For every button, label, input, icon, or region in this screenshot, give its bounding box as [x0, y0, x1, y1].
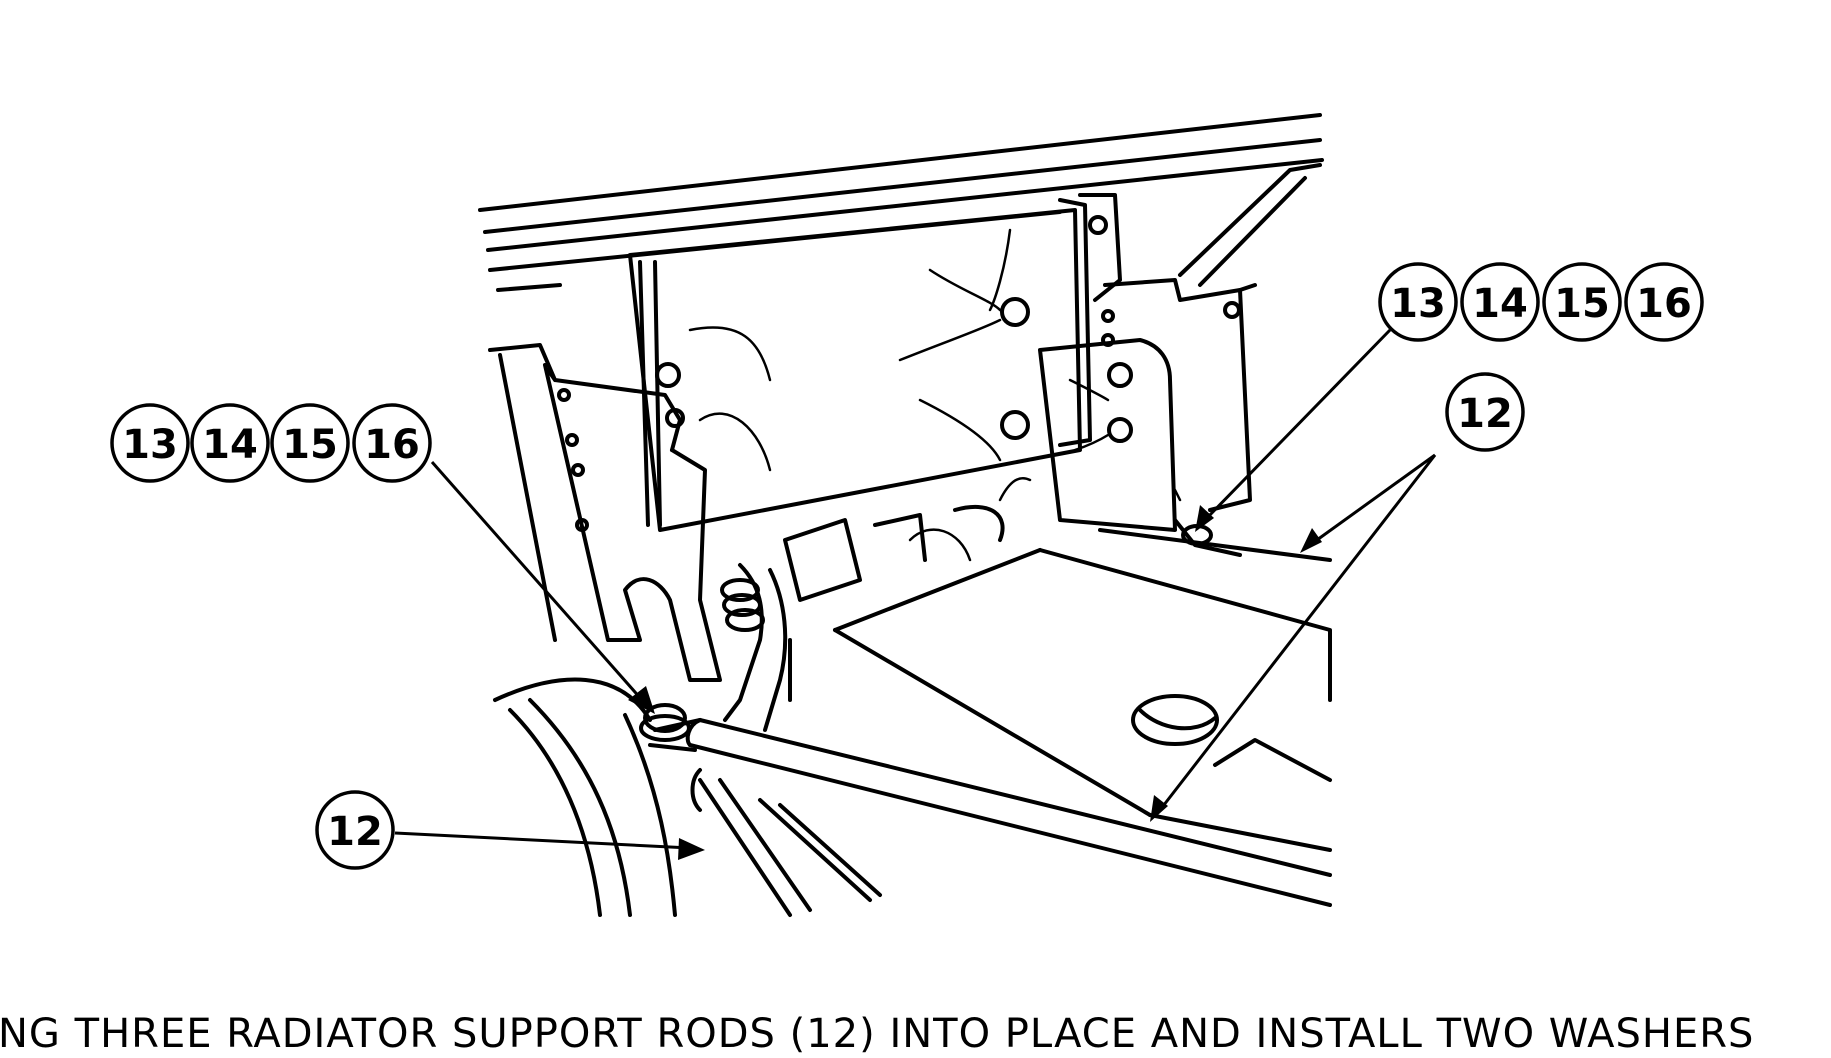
- callout-circle: [1624, 262, 1704, 342]
- callout-label: 12: [327, 809, 383, 855]
- callout-rod-right: 12: [1445, 372, 1525, 452]
- callout-label: 16: [1636, 281, 1692, 327]
- callout-circle: [110, 403, 190, 483]
- callout-rod-left: 12: [315, 790, 395, 870]
- callout-label: 13: [122, 422, 178, 468]
- callout-circle: [1378, 262, 1458, 342]
- callout-label: 14: [1472, 281, 1528, 327]
- radiator-core: [628, 198, 1092, 532]
- callout-circle: [1542, 262, 1622, 342]
- wheel-fender: [493, 677, 677, 917]
- lower-deck-panel: [783, 476, 1332, 852]
- callout-label: 13: [1390, 281, 1446, 327]
- callout-circle: [190, 403, 270, 483]
- callout-circle: [1460, 262, 1540, 342]
- hoses-and-spring: [690, 563, 882, 917]
- instruction-caption: NG THREE RADIATOR SUPPORT RODS (12) INTO…: [0, 1011, 1755, 1057]
- right-mounting-bracket: [1038, 193, 1257, 557]
- radiator-support-rod: [639, 703, 1332, 907]
- callout-circle: [352, 403, 432, 483]
- callout-circle: [270, 403, 350, 483]
- callout-label: 15: [1554, 281, 1610, 327]
- upper-frame-rails: [478, 113, 1324, 292]
- left-mounting-bracket: [488, 343, 722, 682]
- callout-label: 14: [202, 422, 258, 468]
- callout-label: 15: [282, 422, 338, 468]
- callout-group-right: 13 14 15 16: [1378, 262, 1704, 342]
- callout-label: 12: [1457, 391, 1513, 437]
- callout-label: 16: [364, 422, 420, 468]
- leader-lines: [394, 328, 1437, 860]
- callout-group-left: 13 14 15 16: [110, 403, 432, 483]
